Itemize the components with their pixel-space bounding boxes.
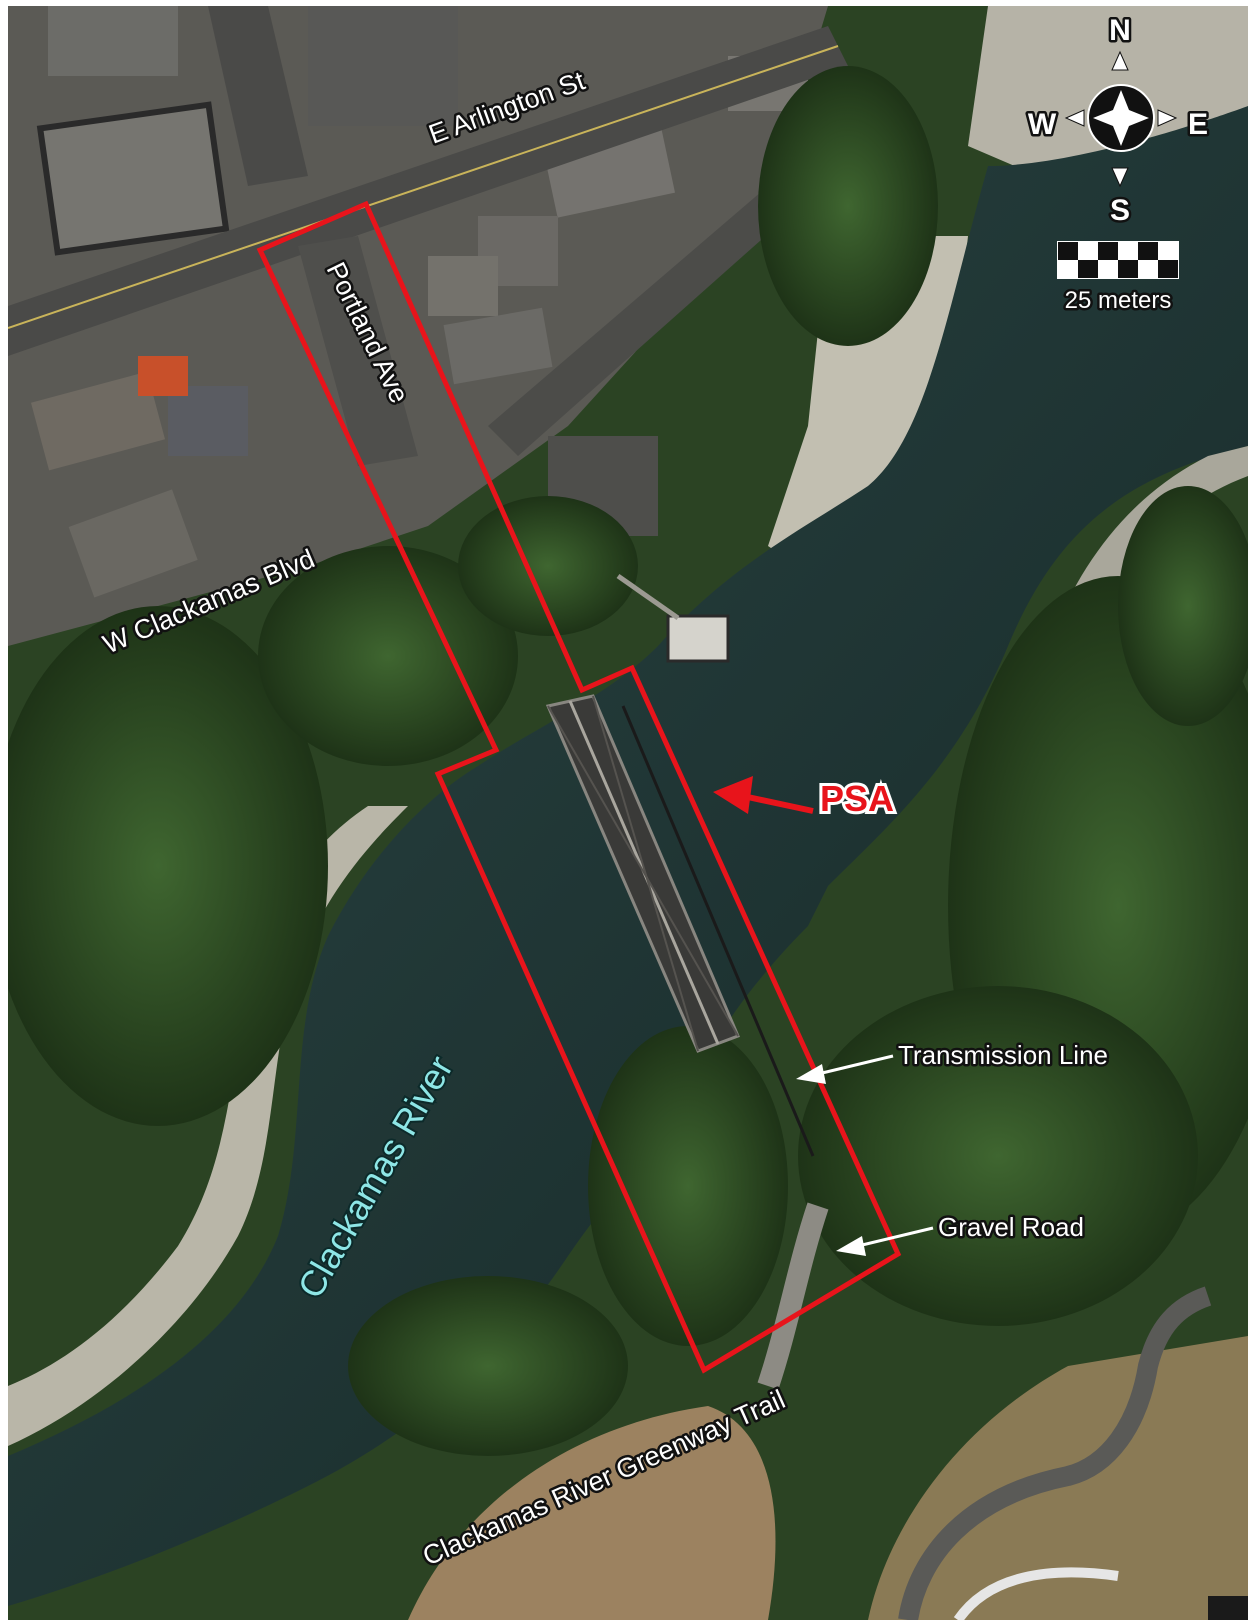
psa-label: PSA — [820, 778, 894, 819]
scale-checker — [1098, 242, 1118, 260]
transmission-line-callout: Transmission Line — [796, 1038, 1111, 1084]
road-e-arlington — [8, 26, 848, 356]
dock — [666, 614, 730, 663]
house-roof — [138, 356, 188, 396]
structure — [1208, 1596, 1248, 1620]
road-portland-ave — [298, 236, 418, 466]
trees — [798, 986, 1198, 1326]
house — [168, 386, 248, 456]
trees — [758, 66, 938, 346]
truss-bridge — [545, 694, 740, 1053]
trees — [8, 606, 328, 1126]
house — [68, 489, 198, 598]
scale-checker — [1118, 260, 1138, 278]
scale-checker — [1158, 260, 1178, 278]
east-arrow-icon — [1157, 109, 1178, 127]
scale-checker — [1078, 260, 1098, 278]
gravel-road-label: Gravel Road — [938, 1212, 1084, 1242]
aerial-map-canvas: E Arlington St Portland Ave W Clackamas … — [8, 6, 1248, 1620]
west-arrow-icon — [1064, 109, 1085, 127]
road-cross-street — [208, 6, 308, 186]
trees — [1118, 486, 1248, 726]
psa-arrow-icon — [713, 776, 753, 814]
scale-bar: 25 meters — [1057, 241, 1179, 317]
dock-walkway — [616, 573, 680, 621]
trees — [348, 1276, 628, 1456]
house — [443, 307, 553, 385]
trees — [258, 546, 518, 766]
parking-lot — [48, 6, 178, 76]
compass-east-label: E — [1188, 108, 1208, 141]
house — [428, 256, 498, 316]
rocky-bank — [768, 236, 968, 566]
transmission-arrow-shaft — [817, 1054, 894, 1076]
road-driveway — [488, 186, 788, 456]
scale-checker — [1058, 242, 1078, 260]
compass-west-label: W — [1028, 108, 1057, 141]
dry-grass-hill — [408, 1406, 776, 1620]
psa-arrow-shaft — [742, 793, 814, 814]
psa-boundary — [256, 200, 902, 1374]
parking-lot — [308, 6, 458, 126]
round-structure — [953, 1567, 1119, 1620]
compass-south-label: S — [1110, 194, 1130, 227]
compass-rose: N S W E — [1025, 12, 1210, 230]
north-arrow-icon — [1111, 50, 1129, 71]
south-arrow-icon — [1111, 167, 1129, 188]
compass-star-icon — [1093, 90, 1149, 146]
transmission-line-label: Transmission Line — [898, 1040, 1108, 1070]
gravel-bar-west — [8, 806, 408, 1446]
building — [36, 101, 230, 256]
psa-callout: PSA — [713, 775, 897, 822]
compass-north-label: N — [1109, 14, 1131, 47]
gravel-road — [757, 1202, 829, 1390]
transmission-line — [621, 705, 815, 1157]
aerial-map: E Arlington St Portland Ave W Clackamas … — [8, 6, 1248, 1620]
house — [30, 371, 166, 471]
scale-checker — [1138, 242, 1158, 260]
trees — [458, 496, 638, 636]
trees — [588, 1026, 788, 1346]
scale-label: 25 meters — [1065, 287, 1172, 314]
transmission-arrow-icon — [796, 1064, 826, 1084]
gravel-arrow-shaft — [857, 1226, 934, 1248]
paved-loop-road — [898, 1286, 1212, 1620]
road-centerline — [8, 45, 839, 329]
gravel-arrow-icon — [836, 1236, 866, 1256]
gravel-road-callout: Gravel Road — [836, 1210, 1086, 1256]
